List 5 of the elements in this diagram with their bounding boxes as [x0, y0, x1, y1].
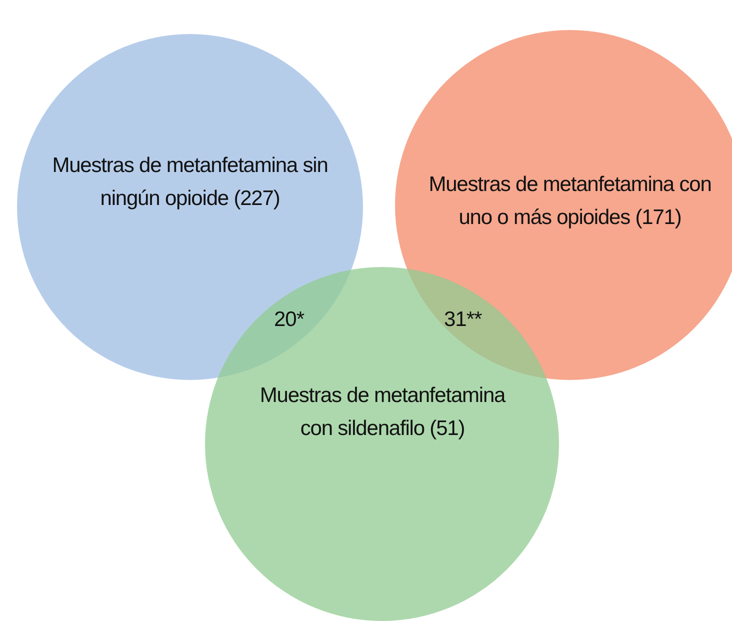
circle-label: Muestras de metanfetamina sin ningún opioide (227)	[51, 153, 329, 212]
overlap-count: 20*	[274, 308, 304, 332]
circle-label: Muestras de metanfetamina con uno o más opioides (171)	[428, 172, 712, 231]
circle-label: Muestras de metanfetamina con sildenafilo (51)	[258, 383, 507, 442]
overlap-count: 31**	[444, 308, 482, 332]
